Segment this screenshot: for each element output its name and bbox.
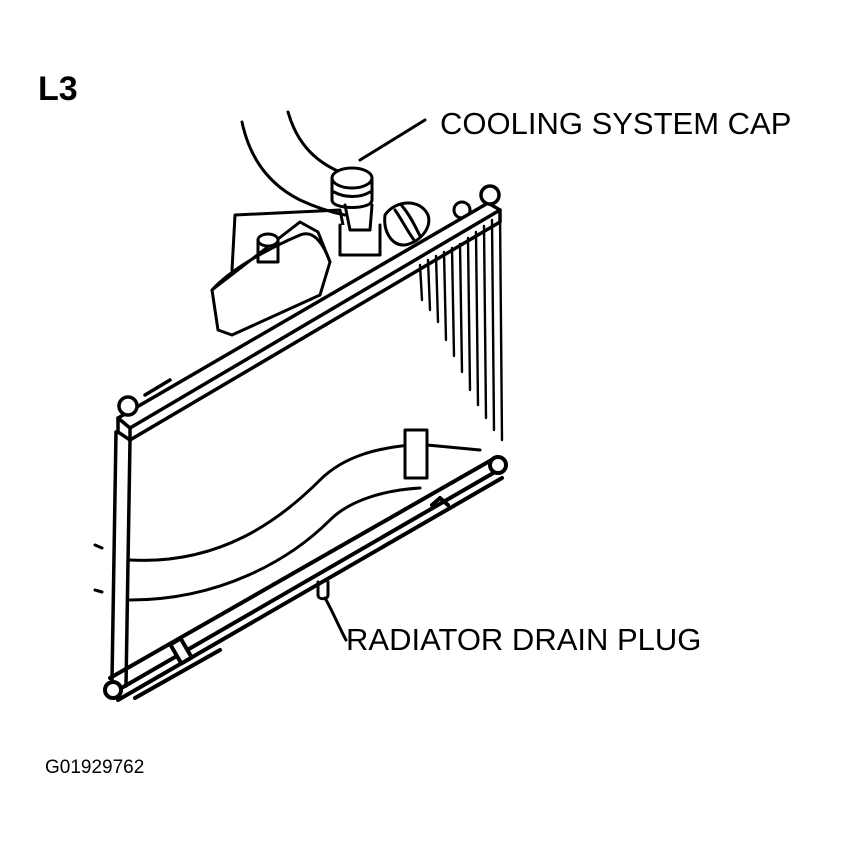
radiator-cap [330, 166, 382, 257]
overflow-hose [230, 208, 347, 272]
drain-leader-line [323, 596, 348, 642]
drain-plug [316, 580, 330, 601]
figure-id: L3 [38, 70, 78, 108]
image-code: G01929762 [45, 757, 145, 778]
coolant-reservoir [210, 220, 332, 337]
lower-hose [93, 443, 422, 602]
side-frame-left [110, 430, 132, 688]
cap-leader-line [358, 118, 427, 162]
lower-tank [103, 455, 508, 702]
cooling-system-cap-label: COOLING SYSTEM CAP [440, 106, 792, 141]
lower-outlet [403, 428, 482, 480]
upper-tank [116, 184, 502, 442]
radiator-drain-plug-label: RADIATOR DRAIN PLUG [346, 622, 702, 657]
radiator-fins [418, 210, 504, 442]
upper-hose-right [286, 110, 342, 174]
